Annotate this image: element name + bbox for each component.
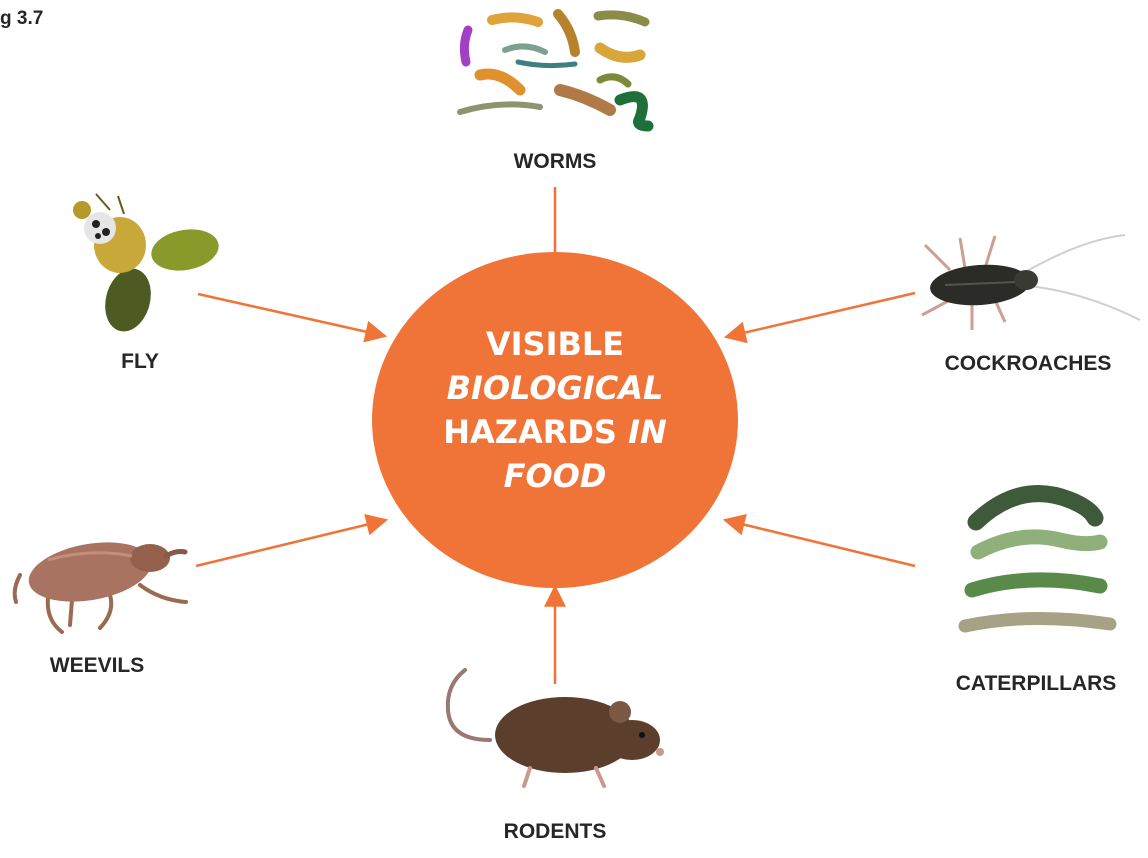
label-worms: WORMS (514, 150, 597, 174)
label-weevils: WEEVILS (50, 654, 145, 678)
figure-label: g 3.7 (0, 8, 43, 30)
cockroach-icon (922, 235, 1140, 330)
label-caterpillars: CATERPILLARS (956, 672, 1117, 696)
fly-icon (73, 194, 222, 337)
worms-icon (460, 14, 648, 126)
arrow-fly (198, 294, 385, 336)
weevil-icon (15, 534, 186, 632)
center-line-3b: IN (628, 413, 667, 451)
caterpillars-icon (965, 494, 1110, 626)
center-line-3a: HAZARDS (443, 413, 617, 451)
label-fly: FLY (121, 350, 159, 374)
center-line-2: BIOLOGICAL (385, 366, 725, 410)
arrow-weevils (196, 520, 386, 566)
arrow-caterpillars (725, 520, 915, 566)
label-rodents: RODENTS (504, 820, 607, 844)
center-title: VISIBLE BIOLOGICAL HAZARDS IN FOOD (385, 322, 725, 498)
rat-icon (448, 670, 664, 786)
arrow-cockroaches (726, 293, 915, 337)
center-line-1: VISIBLE (385, 322, 725, 366)
label-cockroaches: COCKROACHES (945, 352, 1112, 376)
center-line-3: HAZARDS IN (385, 410, 725, 454)
center-line-4: FOOD (385, 454, 725, 498)
